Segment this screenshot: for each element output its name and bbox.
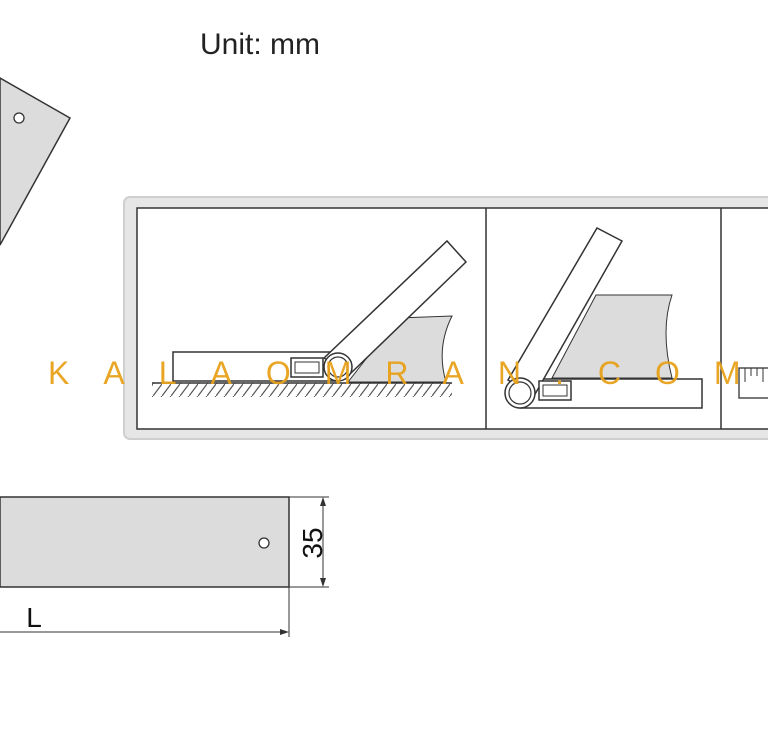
unit-label: Unit: mm <box>200 28 320 61</box>
length-dimension-label: L <box>26 602 42 633</box>
scene-surface-angle <box>152 239 468 397</box>
arm-hole <box>13 112 25 124</box>
scene-ruler <box>738 367 768 399</box>
width-dimension: 35 <box>289 496 329 588</box>
length-dimension: L <box>0 587 290 637</box>
arm-hole <box>258 537 270 549</box>
watermark: KALAOMRAN.COM <box>48 355 768 391</box>
workpiece-1 <box>346 315 453 383</box>
width-dimension-value: 35 <box>297 527 328 558</box>
bottom-arm <box>0 496 290 588</box>
hatched-surface <box>152 383 452 397</box>
scene-under-angle <box>504 227 703 409</box>
rotated-arm-top-left <box>0 77 72 246</box>
workpiece-2 <box>551 294 673 379</box>
